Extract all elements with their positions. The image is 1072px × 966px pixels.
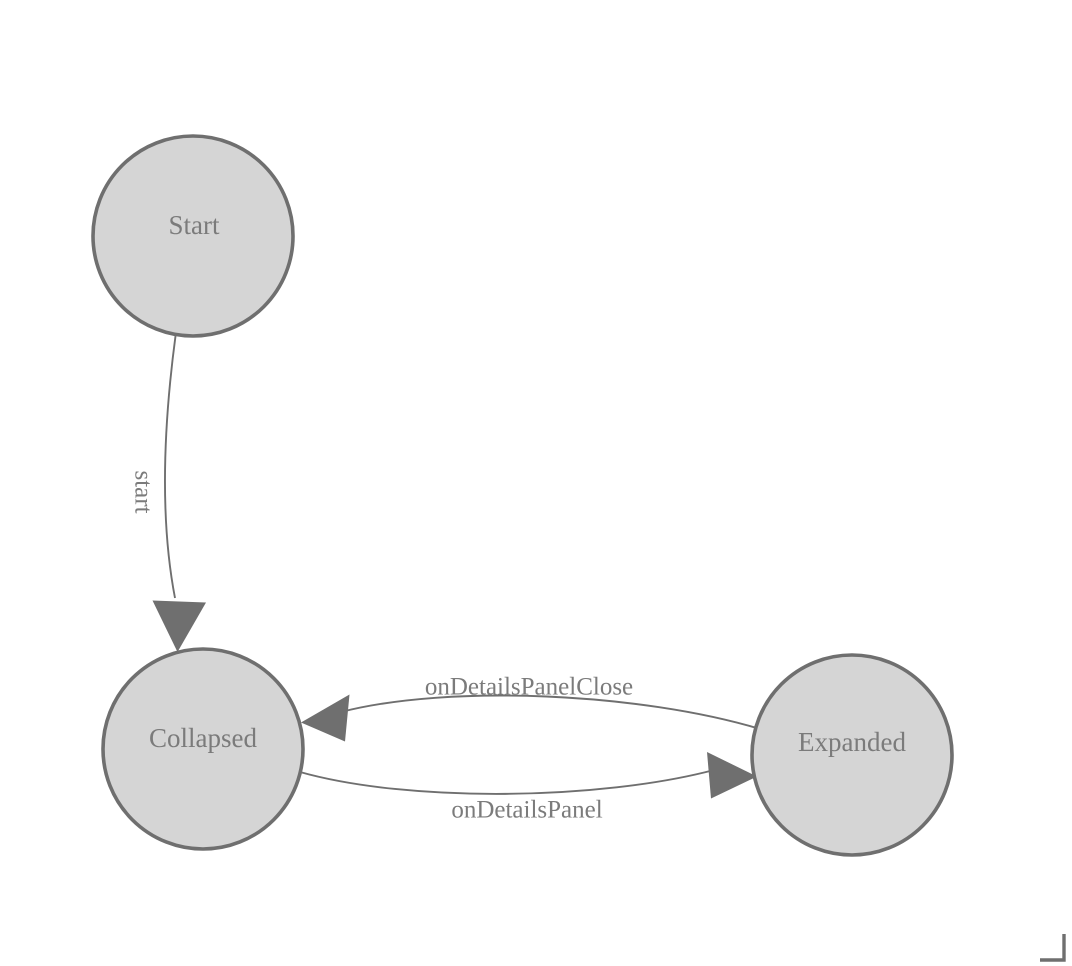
edge-start-to-collapsed-path	[163, 335, 177, 599]
edge-start-to-collapsed[interactable]: start	[129, 335, 206, 652]
node-expanded-circle	[750, 653, 954, 857]
node-start-circle	[91, 134, 295, 338]
edge-label-start: start	[129, 470, 156, 513]
edge-label-on-details-panel: onDetailsPanel	[451, 797, 602, 824]
node-collapsed[interactable]: Collapsed	[101, 647, 305, 851]
node-collapsed-label: Collapsed	[149, 723, 257, 753]
node-collapsed-circle	[101, 647, 305, 851]
edge-start-to-collapsed-arrowhead	[152, 600, 206, 652]
edge-expanded-to-collapsed-arrowhead	[301, 694, 350, 742]
edge-label-on-details-panel-close: onDetailsPanelClose	[425, 674, 633, 701]
node-start-label: Start	[169, 210, 220, 240]
edge-expanded-to-collapsed[interactable]: onDetailsPanelClose	[301, 674, 761, 742]
node-start[interactable]: Start	[91, 134, 295, 338]
edge-collapsed-to-expanded[interactable]: onDetailsPanel	[299, 752, 757, 824]
resize-handle-icon[interactable]	[1040, 934, 1066, 962]
node-expanded[interactable]: Expanded	[750, 653, 954, 857]
edge-collapsed-to-expanded-path	[299, 769, 715, 795]
edge-collapsed-to-expanded-arrowhead	[707, 752, 757, 799]
edge-expanded-to-collapsed-path	[340, 694, 761, 730]
node-expanded-label: Expanded	[798, 727, 906, 757]
